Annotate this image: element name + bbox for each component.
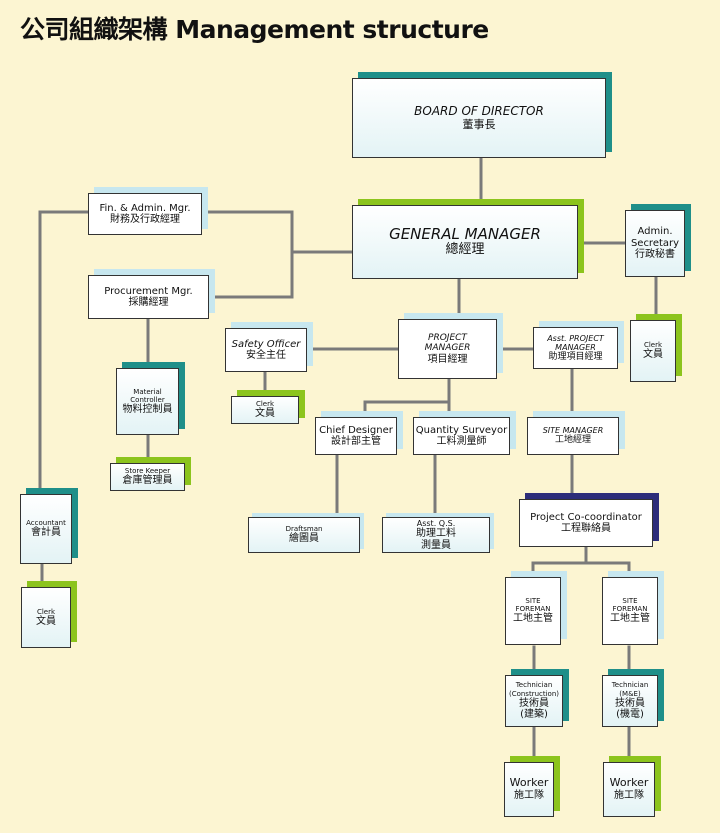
tech1-en1: Technician <box>515 681 553 690</box>
clerk-admin-en: Clerk <box>643 341 663 350</box>
aqs-en: Asst. Q.S. <box>416 518 456 528</box>
node-technician-me: Technician (M&E) 技術員 (機電) <box>602 669 664 727</box>
node-clerk-admin: Clerk 文員 <box>630 314 682 382</box>
foreman2-en1: SITE <box>622 597 638 606</box>
node-worker-construction: Worker 施工隊 <box>504 756 560 817</box>
apm-zh: 助理項目經理 <box>548 352 603 363</box>
node-project-manager: PROJECT MANAGER 項目經理 <box>398 313 503 379</box>
node-draftsman: Draftsman 繪圖員 <box>248 513 364 553</box>
coord-en: Project Co-coordinator <box>530 511 642 523</box>
admin-en1: Admin. <box>637 226 673 238</box>
node-admin-secretary: Admin. Secretary 行政秘書 <box>625 204 691 277</box>
node-clerk-safety: Clerk 文員 <box>231 390 305 424</box>
foreman2-en2: FOREMAN <box>612 605 648 614</box>
proc-zh: 採購經理 <box>128 297 169 308</box>
node-asst-project-manager: Asst. PROJECT MANAGER 助理項目經理 <box>533 321 624 369</box>
clerk-admin-zh: 文員 <box>643 349 663 361</box>
fin-zh: 財務及行政經理 <box>110 214 180 225</box>
node-procurement-manager: Procurement Mgr. 採購經理 <box>88 269 215 319</box>
node-accountant: Accountant 會計員 <box>20 488 78 564</box>
tech2-zh1: 技術員 <box>615 697 645 709</box>
worker2-en: Worker <box>609 776 649 790</box>
accountant-zh: 會計員 <box>31 527 61 539</box>
clerk-safety-en: Clerk <box>255 400 275 409</box>
pm-en1: PROJECT <box>428 332 467 343</box>
coord-zh: 工程聯絡員 <box>561 523 611 534</box>
node-worker-me: Worker 施工隊 <box>603 756 661 817</box>
chief-en: Chief Designer <box>319 424 393 436</box>
node-site-manager: SITE MANAGER 工地經理 <box>527 411 625 455</box>
node-technician-construction: Technician (Construction) 技術員 (建築) <box>505 669 569 727</box>
worker1-zh: 施工隊 <box>514 790 544 802</box>
node-general-manager: GENERAL MANAGER 總經理 <box>352 199 584 279</box>
store-en: Store Keeper <box>124 467 171 476</box>
foreman1-zh: 工地主管 <box>513 613 553 625</box>
node-asst-qs: Asst. Q.S. 助理工料 測量員 <box>382 513 494 553</box>
node-fin-admin-manager: Fin. & Admin. Mgr. 財務及行政經理 <box>88 187 208 235</box>
board-en: BOARD OF DIRECTOR <box>414 103 544 118</box>
pm-en2: MANAGER <box>424 343 471 354</box>
edge-coord-foremen <box>531 546 631 577</box>
clerk-safety-zh: 文員 <box>255 408 275 420</box>
node-clerk-accountant: Clerk 文員 <box>21 581 77 648</box>
node-project-coordinator: Project Co-coordinator 工程聯絡員 <box>519 493 659 547</box>
edge-fin-gm <box>201 210 294 299</box>
material-en2: Controller <box>130 395 165 404</box>
foreman1-en1: SITE <box>525 597 541 606</box>
node-quantity-surveyor: Quantity Surveyor 工料測量師 <box>413 411 516 455</box>
edge-fin-accountant <box>38 210 90 494</box>
accountant-en: Accountant <box>26 519 66 528</box>
foreman2-zh: 工地主管 <box>610 613 650 625</box>
store-zh: 倉庫管理員 <box>122 475 173 487</box>
admin-zh: 行政秘書 <box>635 249 675 261</box>
fin-en: Fin. & Admin. Mgr. <box>99 202 191 214</box>
draftsman-zh: 繪圖員 <box>289 533 319 545</box>
site-mgr-zh: 工地經理 <box>554 435 591 446</box>
node-store-keeper: Store Keeper 倉庫管理員 <box>110 457 191 491</box>
tech1-zh1: 技術員 <box>519 697 549 709</box>
proc-en: Procurement Mgr. <box>104 285 193 297</box>
foreman1-en2: FOREMAN <box>515 605 551 614</box>
tech2-en1: Technician <box>611 681 649 690</box>
node-safety-officer: Safety Officer 安全主任 <box>225 322 313 372</box>
safety-zh: 安全主任 <box>246 350 286 361</box>
chief-zh: 設計部主管 <box>331 436 381 447</box>
node-site-foreman-me: SITE FOREMAN 工地主管 <box>602 571 664 645</box>
node-material-controller: Material Controller 物料控制員 <box>116 362 185 435</box>
edge-pm-chief <box>363 400 451 417</box>
node-board-of-director: BOARD OF DIRECTOR 董事長 <box>352 72 612 158</box>
material-zh: 物料控制員 <box>122 403 173 415</box>
aqs-zh1: 助理工料 <box>416 528 456 540</box>
admin-en2: Secretary <box>630 237 680 249</box>
tech1-en2: (Construction) <box>508 689 560 698</box>
apm-en1: Asst. PROJECT <box>547 333 604 343</box>
safety-en: Safety Officer <box>231 338 301 350</box>
qs-zh: 工料測量師 <box>436 436 487 447</box>
qs-en: Quantity Surveyor <box>415 424 508 436</box>
tech2-en2: (M&E) <box>619 689 641 698</box>
material-en1: Material <box>133 387 162 396</box>
gm-en: GENERAL MANAGER <box>389 224 541 243</box>
clerk-acc-zh: 文員 <box>36 615 56 627</box>
tech2-zh2: (機電) <box>616 709 644 721</box>
draftsman-en: Draftsman <box>285 525 323 534</box>
aqs-zh2: 測量員 <box>421 539 451 551</box>
clerk-acc-en: Clerk <box>36 607 56 616</box>
gm-zh: 總經理 <box>445 242 485 258</box>
site-mgr-en: SITE MANAGER <box>542 426 604 436</box>
tech1-zh2: (建築) <box>520 709 548 721</box>
page-title: 公司組織架構 Management structure <box>20 15 489 44</box>
pm-zh: 項目經理 <box>427 353 468 365</box>
worker2-zh: 施工隊 <box>614 790 644 802</box>
worker1-en: Worker <box>509 776 549 790</box>
apm-en2: MANAGER <box>555 342 596 352</box>
node-site-foreman-construction: SITE FOREMAN 工地主管 <box>505 571 567 645</box>
node-chief-designer: Chief Designer 設計部主管 <box>315 411 403 455</box>
board-zh: 董事長 <box>462 117 496 131</box>
